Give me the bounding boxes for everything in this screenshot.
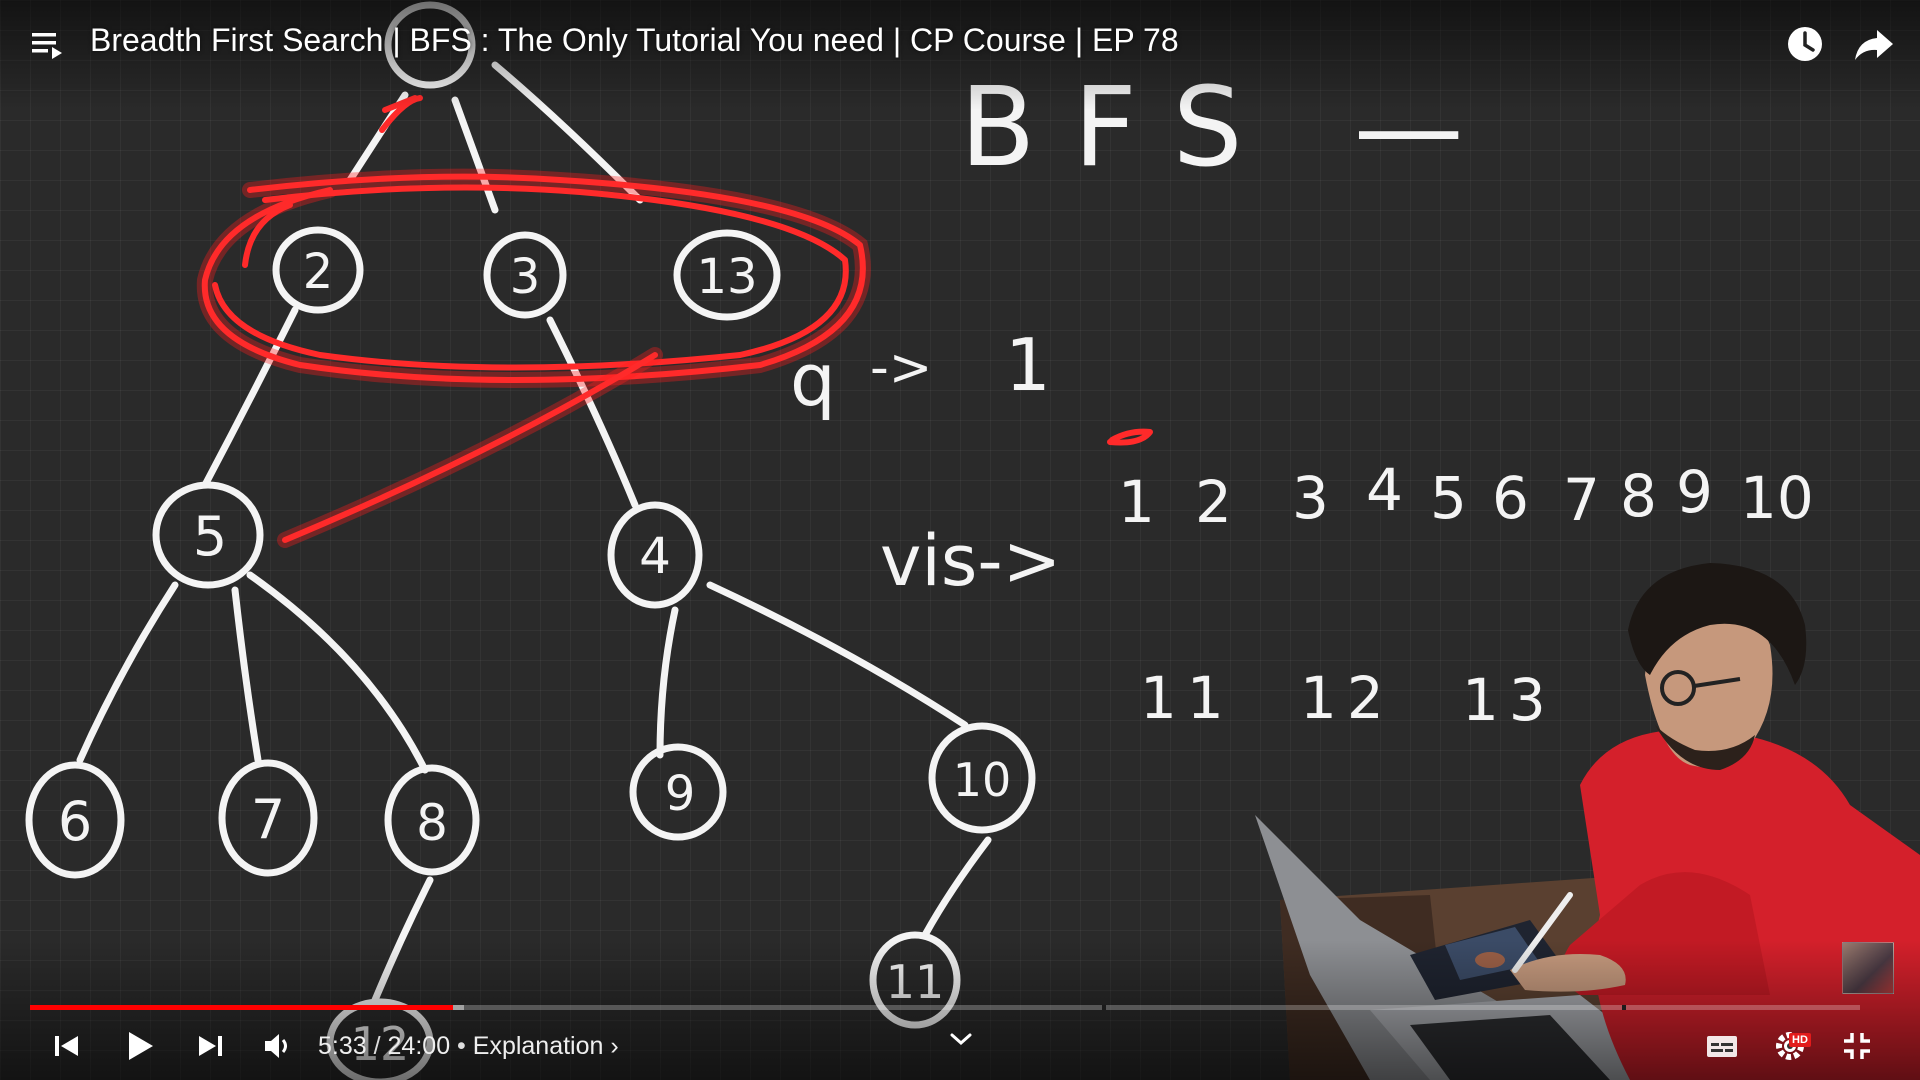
red-highlight-loop (196, 95, 1153, 548)
queue-arrow: -> (870, 338, 932, 398)
chapter-title-button[interactable]: Explanation › (473, 1032, 619, 1060)
visited-index: 3 (1292, 464, 1329, 532)
visited-index: 7 (1563, 466, 1600, 534)
visited-index: 8 (1620, 462, 1657, 530)
playlist-icon[interactable] (30, 28, 70, 64)
edge-10-11 (921, 836, 992, 939)
share-icon[interactable] (1853, 26, 1895, 64)
svg-text:7: 7 (251, 788, 285, 851)
top-bar (0, 0, 1920, 110)
visited-index: 11 (1140, 664, 1234, 732)
visited-index: 4 (1366, 456, 1403, 524)
time-display: 5:33 / 24:00 • Explanation › (318, 1032, 619, 1061)
chapter-marker (1622, 1005, 1626, 1010)
chevron-down-icon[interactable] (948, 1030, 974, 1048)
edge-5-7 (231, 586, 262, 764)
play-icon[interactable] (124, 1028, 156, 1064)
visited-index: 12 (1300, 664, 1394, 732)
skip-next-icon[interactable] (195, 1028, 225, 1064)
progress-bar[interactable] (30, 1005, 1860, 1010)
tree-node-7: 7 (218, 759, 318, 877)
time-separator: / (373, 1032, 381, 1060)
current-time: 5:33 (318, 1032, 367, 1060)
skip-previous-icon[interactable] (52, 1028, 82, 1064)
queue-value: 1 (1005, 323, 1051, 407)
svg-text:9: 9 (665, 766, 696, 822)
edge-5-8 (246, 571, 429, 774)
svg-text:5: 5 (193, 505, 227, 568)
tree-node-8: 8 (384, 764, 480, 876)
svg-text:13: 13 (696, 249, 757, 305)
edge-5-6 (76, 581, 179, 764)
duration: 24:00 (387, 1032, 451, 1060)
edge-4-9 (656, 606, 679, 759)
visited-index: 9 (1676, 458, 1713, 526)
chevron-right-icon[interactable]: › (610, 1032, 619, 1060)
visited-row-2: 11 12 13 (1140, 664, 1556, 734)
played-bar (30, 1005, 454, 1010)
tree-node-6: 6 (25, 761, 125, 879)
tree-node-13: 13 (673, 229, 781, 321)
visited-index: 5 (1430, 464, 1467, 532)
svg-text:2: 2 (303, 244, 334, 300)
controls-bar (0, 940, 1920, 1080)
visited-index: 2 (1195, 468, 1232, 536)
edge-2-5 (201, 306, 299, 489)
chapter-marker (1102, 1005, 1106, 1010)
visited-row-1: 1 2 3 4 5 6 7 8 9 10 (1118, 456, 1814, 536)
tree-node-4: 4 (607, 501, 703, 609)
edge-4-10 (706, 581, 969, 729)
svg-text:3: 3 (510, 249, 541, 305)
visited-index: 13 (1462, 666, 1556, 734)
svg-text:6: 6 (58, 790, 92, 853)
tree-node-9: 9 (629, 743, 727, 841)
hd-badge: HD (1789, 1033, 1811, 1047)
visited-label: vis-> (880, 520, 1061, 602)
chapter-bullet: • (457, 1032, 466, 1060)
tree-node-10: 10 (928, 722, 1036, 834)
queue-label: q (790, 338, 836, 422)
video-title[interactable]: Breadth First Search | BFS : The Only Tu… (90, 22, 1179, 58)
tree-node-2: 2 (272, 226, 364, 314)
svg-text:8: 8 (416, 794, 448, 852)
subtitles-icon[interactable] (1705, 1028, 1739, 1064)
svg-text:4: 4 (639, 527, 671, 585)
chapter-title[interactable]: Explanation (472, 1032, 604, 1060)
edge-1-3 (451, 96, 499, 214)
exit-fullscreen-icon[interactable] (1840, 1028, 1874, 1064)
clock-icon[interactable] (1785, 24, 1825, 64)
volume-icon[interactable] (262, 1028, 292, 1064)
tree-node-5: 5 (152, 481, 264, 589)
visited-index: 10 (1740, 464, 1814, 532)
visited-index: 1 (1118, 468, 1155, 536)
edge-3-4 (546, 316, 639, 509)
visited-index: 6 (1492, 464, 1529, 532)
svg-text:10: 10 (953, 753, 1012, 807)
tree-node-3: 3 (483, 231, 567, 319)
